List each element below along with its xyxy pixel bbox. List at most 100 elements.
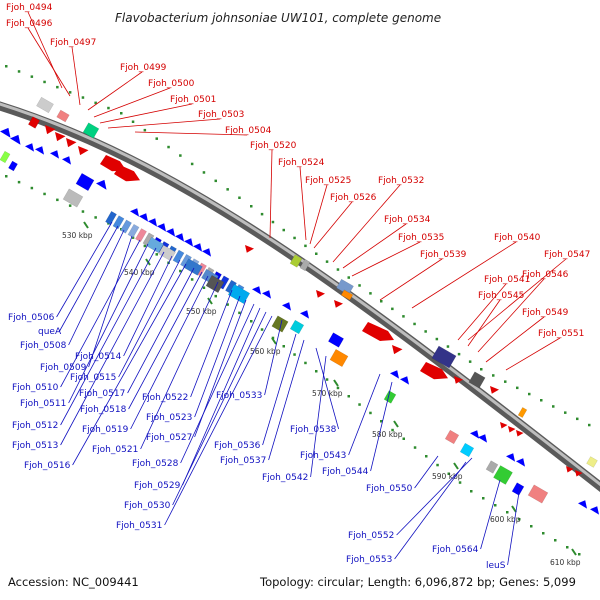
track-dot [358,403,361,406]
gene-arrow [96,179,107,190]
callout-line [180,303,255,464]
gene-arrow [506,453,515,462]
bottom-callout-lines [56,221,521,566]
gene-label: Fjoh_0520 [250,141,297,151]
kbp-tick-label: 540 kbp [124,268,155,277]
gene-arrow [282,302,291,311]
track-dot [380,300,383,303]
kbp-tick-label: 580 kbp [372,430,403,439]
gene-label: Fjoh_0549 [522,308,569,318]
gene-label: Fjoh_0551 [538,329,584,339]
track-dot [17,180,21,184]
gene-label: Fjoh_0524 [278,158,325,168]
gene-label: Fjoh_0531 [116,521,162,531]
gene-label: Fjoh_0497 [50,38,96,48]
gene-label: Fjoh_0500 [148,79,195,89]
gene-label: Fjoh_0529 [134,481,181,491]
track-dot [214,294,217,298]
gene-arrow [390,370,399,379]
gene-arrow [470,430,479,439]
gene-label: Fjoh_0553 [346,555,392,565]
gene-arrow [500,422,508,429]
gene-arrow [516,430,524,437]
gene-block [340,289,354,301]
gene-label: Fjoh_0519 [82,425,129,435]
track-dot [435,337,439,341]
callout-line [140,281,219,450]
callout-line [27,27,71,97]
gene-arrow [166,228,175,237]
gene-label: Fjoh_0515 [70,373,116,383]
gene-arrow [400,376,409,385]
track-dot [413,446,417,449]
track-dot [540,399,543,402]
callout-line [123,255,173,357]
callout-line [68,243,149,404]
callout-line [127,267,195,394]
gene-label: Fjoh_0501 [170,95,216,105]
callout-line [332,184,401,263]
gene-arrow [262,290,271,299]
track-dot [120,112,123,115]
gene-label: Fjoh_0550 [366,484,413,494]
gene-label: queA [38,327,62,337]
gene-arrow [130,208,139,217]
track-dot [369,411,372,415]
track-dot [542,532,545,535]
callout-line [315,347,339,430]
track-dot [369,292,372,295]
gene-block [105,210,117,226]
track-dot [325,260,329,263]
gene-block [383,390,397,404]
gene-label: Fjoh_0536 [214,441,261,451]
gene-block [36,96,54,114]
track-dot [446,345,450,348]
track-dot [391,307,394,311]
track-dot [424,330,427,333]
callout-line [27,11,63,89]
gene-arrow [420,362,448,380]
callout-line [164,315,273,526]
top-gene-labels: Fjoh_0494Fjoh_0496Fjoh_0497Fjoh_0499Fjoh… [6,3,590,339]
track-dot [293,236,296,240]
kbp-tick-label: 560 kbp [250,347,281,356]
gene-block [329,348,349,368]
gene-arrow [66,138,77,148]
callout-line [118,259,181,378]
gene-arrow [392,345,403,355]
track-dot [578,553,581,556]
gene-block [56,109,70,123]
gene-label: Fjoh_0522 [142,393,188,403]
track-dot [167,145,170,149]
track-dot [81,210,85,213]
gene-label: Fjoh_0527 [146,433,192,443]
callout-line [485,316,545,363]
track-dot [17,70,21,73]
genome-backbone [0,101,600,492]
callout-line [467,299,501,347]
gene-block [289,319,305,335]
track-dot [43,192,46,196]
callout-line [194,295,241,418]
track-dot [358,284,361,287]
gene-block [527,484,549,504]
gene-block [172,249,185,264]
track-dot [282,345,285,348]
callout-line [411,241,517,309]
gene-arrow [566,466,574,473]
gene-block [444,429,460,445]
kbp-tick-mark [207,297,213,305]
track-dot [43,80,46,84]
bottom-gene-labels: Fjoh_0506queAFjoh_0508Fjoh_0509Fjoh_0510… [8,313,506,571]
gene-label: Fjoh_0521 [92,445,138,455]
gene-block [336,278,354,296]
callout-line [93,87,171,118]
gene-block [183,258,203,276]
gene-arrow [157,223,166,232]
track-dot [482,497,485,500]
track-dot [566,546,569,549]
gene-label: Fjoh_0544 [322,467,369,477]
